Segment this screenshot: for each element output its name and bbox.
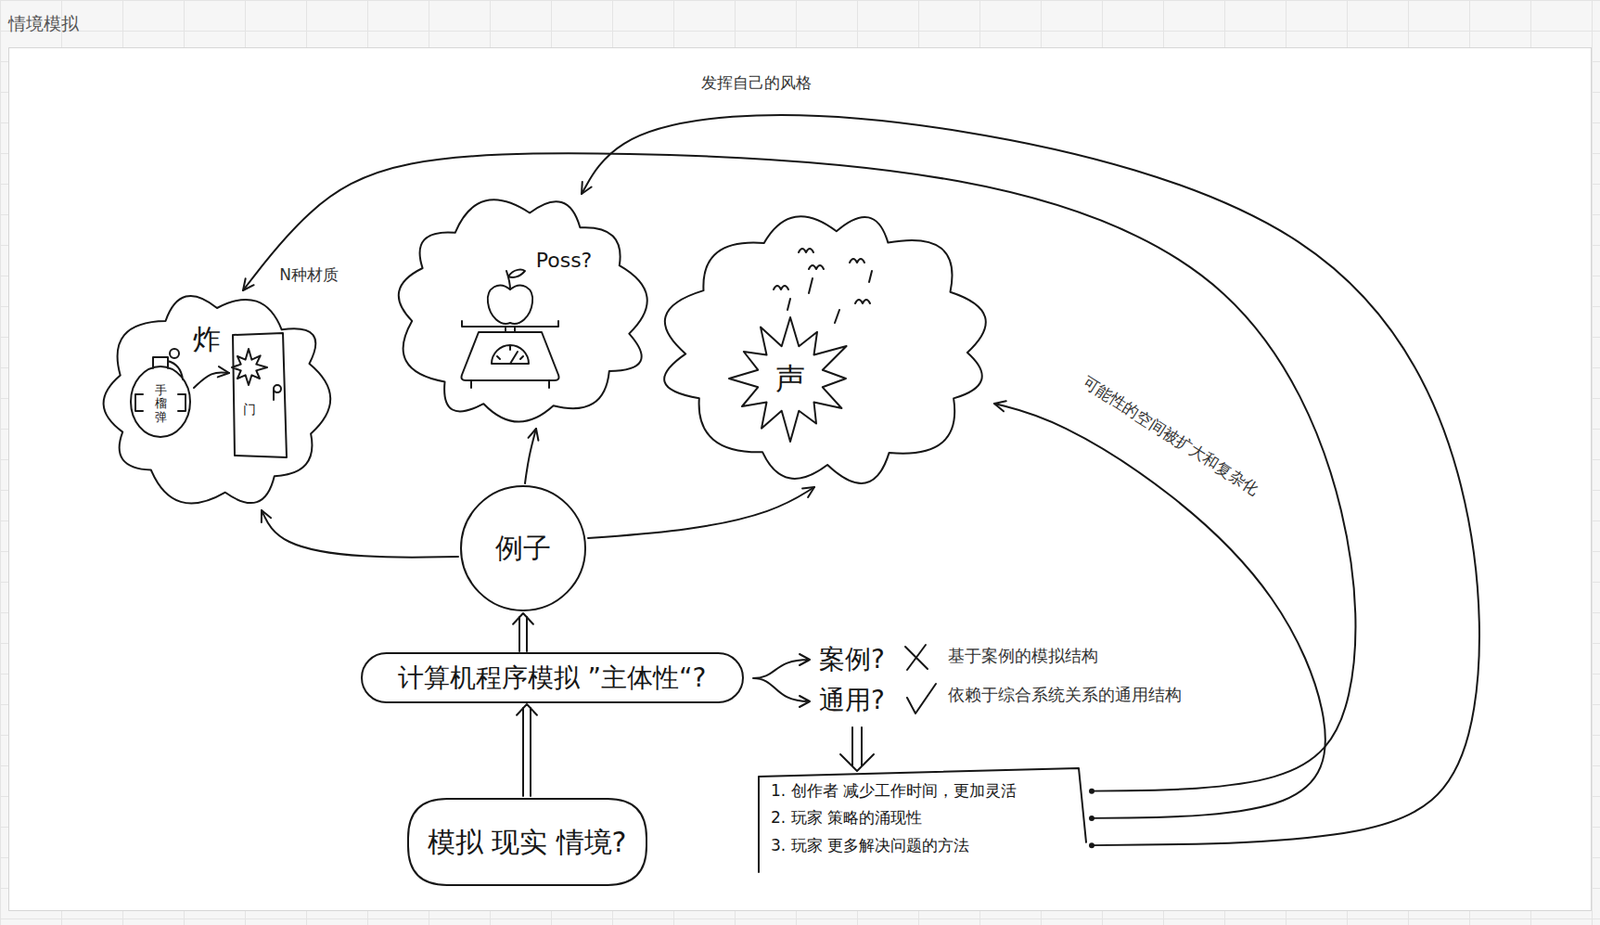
edge-label: N种材质 — [276, 265, 342, 285]
connector — [261, 510, 459, 558]
scale-plate — [461, 320, 559, 333]
explosion — [729, 317, 847, 442]
door-figure-outline — [229, 331, 291, 460]
connector — [193, 366, 230, 388]
birds — [773, 248, 871, 304]
benefit-list-border — [758, 768, 1087, 872]
door-figure-border — [232, 332, 287, 458]
connector — [588, 486, 815, 538]
cloud-text: 炸 — [192, 321, 221, 358]
thought-cloud: 炸手榴弹 门 — [97, 290, 337, 511]
connector-dot — [1088, 842, 1095, 848]
arrow-head — [217, 366, 230, 377]
connector — [243, 153, 1356, 794]
question-pill-border — [361, 652, 743, 703]
apple-stem — [506, 269, 525, 290]
connector-line — [243, 153, 1356, 791]
branch-label: 通用? — [819, 683, 885, 717]
list-item: 2. 玩家 策略的涌现性 — [770, 807, 922, 828]
connector-dot — [1088, 788, 1095, 794]
door-text: 门 — [243, 401, 256, 419]
start-blob-border — [408, 798, 647, 885]
scale-dial — [491, 345, 529, 364]
motion-lines — [787, 270, 872, 323]
connector-line — [261, 510, 459, 558]
example-circle-border — [460, 486, 586, 611]
connector — [581, 115, 1480, 848]
connector-line — [529, 707, 532, 796]
question-pill: 计算机程序模拟 ”主体性“? — [359, 651, 745, 704]
apple — [487, 285, 533, 324]
note-text: 基于案例的模拟结构 — [947, 645, 1099, 667]
thought-cloud-border — [103, 295, 332, 504]
thought-cloud-border — [398, 199, 648, 422]
benefit-list: 1. 创作者 减少工作时间，更加灵活 2. 玩家 策略的涌现性 3. 玩家 更多解决… — [755, 765, 1092, 872]
double-arrow — [840, 727, 874, 771]
arrow-head — [516, 704, 538, 716]
branch-label: 案例? — [819, 642, 885, 676]
edge-label: 发挥自己的风格 — [698, 73, 815, 93]
node-text: 模拟 现实 情境? — [427, 824, 628, 860]
connector-line — [524, 428, 537, 484]
node-text: 计算机程序模拟 ”主体性“? — [397, 661, 707, 694]
grenade-text: 手榴弹 — [154, 384, 167, 424]
arrow-head — [243, 278, 255, 291]
door-figure: 门 — [229, 331, 291, 460]
cloud-text: 声 — [775, 359, 806, 397]
arrow-head — [528, 428, 539, 441]
thought-cloud-border — [664, 216, 986, 484]
start-blob: 模拟 现实 情境? — [405, 795, 650, 888]
connector — [994, 400, 1326, 821]
list-item: 3. 玩家 更多解决问题的方法 — [770, 835, 970, 856]
connector-line — [588, 486, 815, 538]
connector — [516, 704, 538, 796]
connector-line — [522, 707, 525, 796]
arrow-head — [581, 181, 592, 194]
connector-line — [525, 616, 528, 652]
branch-arrows — [753, 653, 810, 707]
frame-title: 情境模拟 — [8, 12, 79, 36]
list-item: 1. 创作者 减少工作时间，更加灵活 — [770, 780, 1017, 801]
cloud-text: Poss? — [536, 247, 593, 274]
thought-cloud: Poss? — [390, 193, 653, 429]
cross-mark — [905, 644, 928, 670]
connector — [524, 428, 538, 484]
connector-dot — [1088, 815, 1095, 821]
arrow-head — [802, 486, 815, 498]
thought-cloud: 声 — [658, 208, 995, 487]
scale-body — [461, 332, 560, 388]
arrow-head — [512, 613, 534, 625]
connector-line — [581, 115, 1480, 845]
connector — [512, 613, 534, 652]
grenade-figure-border — [130, 348, 191, 437]
node-text: 例子 — [495, 530, 551, 566]
example-circle: 例子 — [458, 483, 589, 614]
sketch-group — [231, 248, 936, 771]
thought-cloud-outline — [658, 208, 995, 487]
connector-line — [518, 616, 521, 652]
grenade-figure: 手榴弹 — [127, 345, 194, 439]
arrow-head — [994, 400, 1007, 411]
check-mark — [907, 683, 936, 714]
explosion-spark — [231, 348, 268, 385]
connector-line — [994, 403, 1326, 819]
thought-cloud-outline — [390, 193, 653, 429]
arrow-head — [261, 510, 271, 523]
note-text: 依赖于综合系统关系的通用结构 — [947, 684, 1182, 706]
